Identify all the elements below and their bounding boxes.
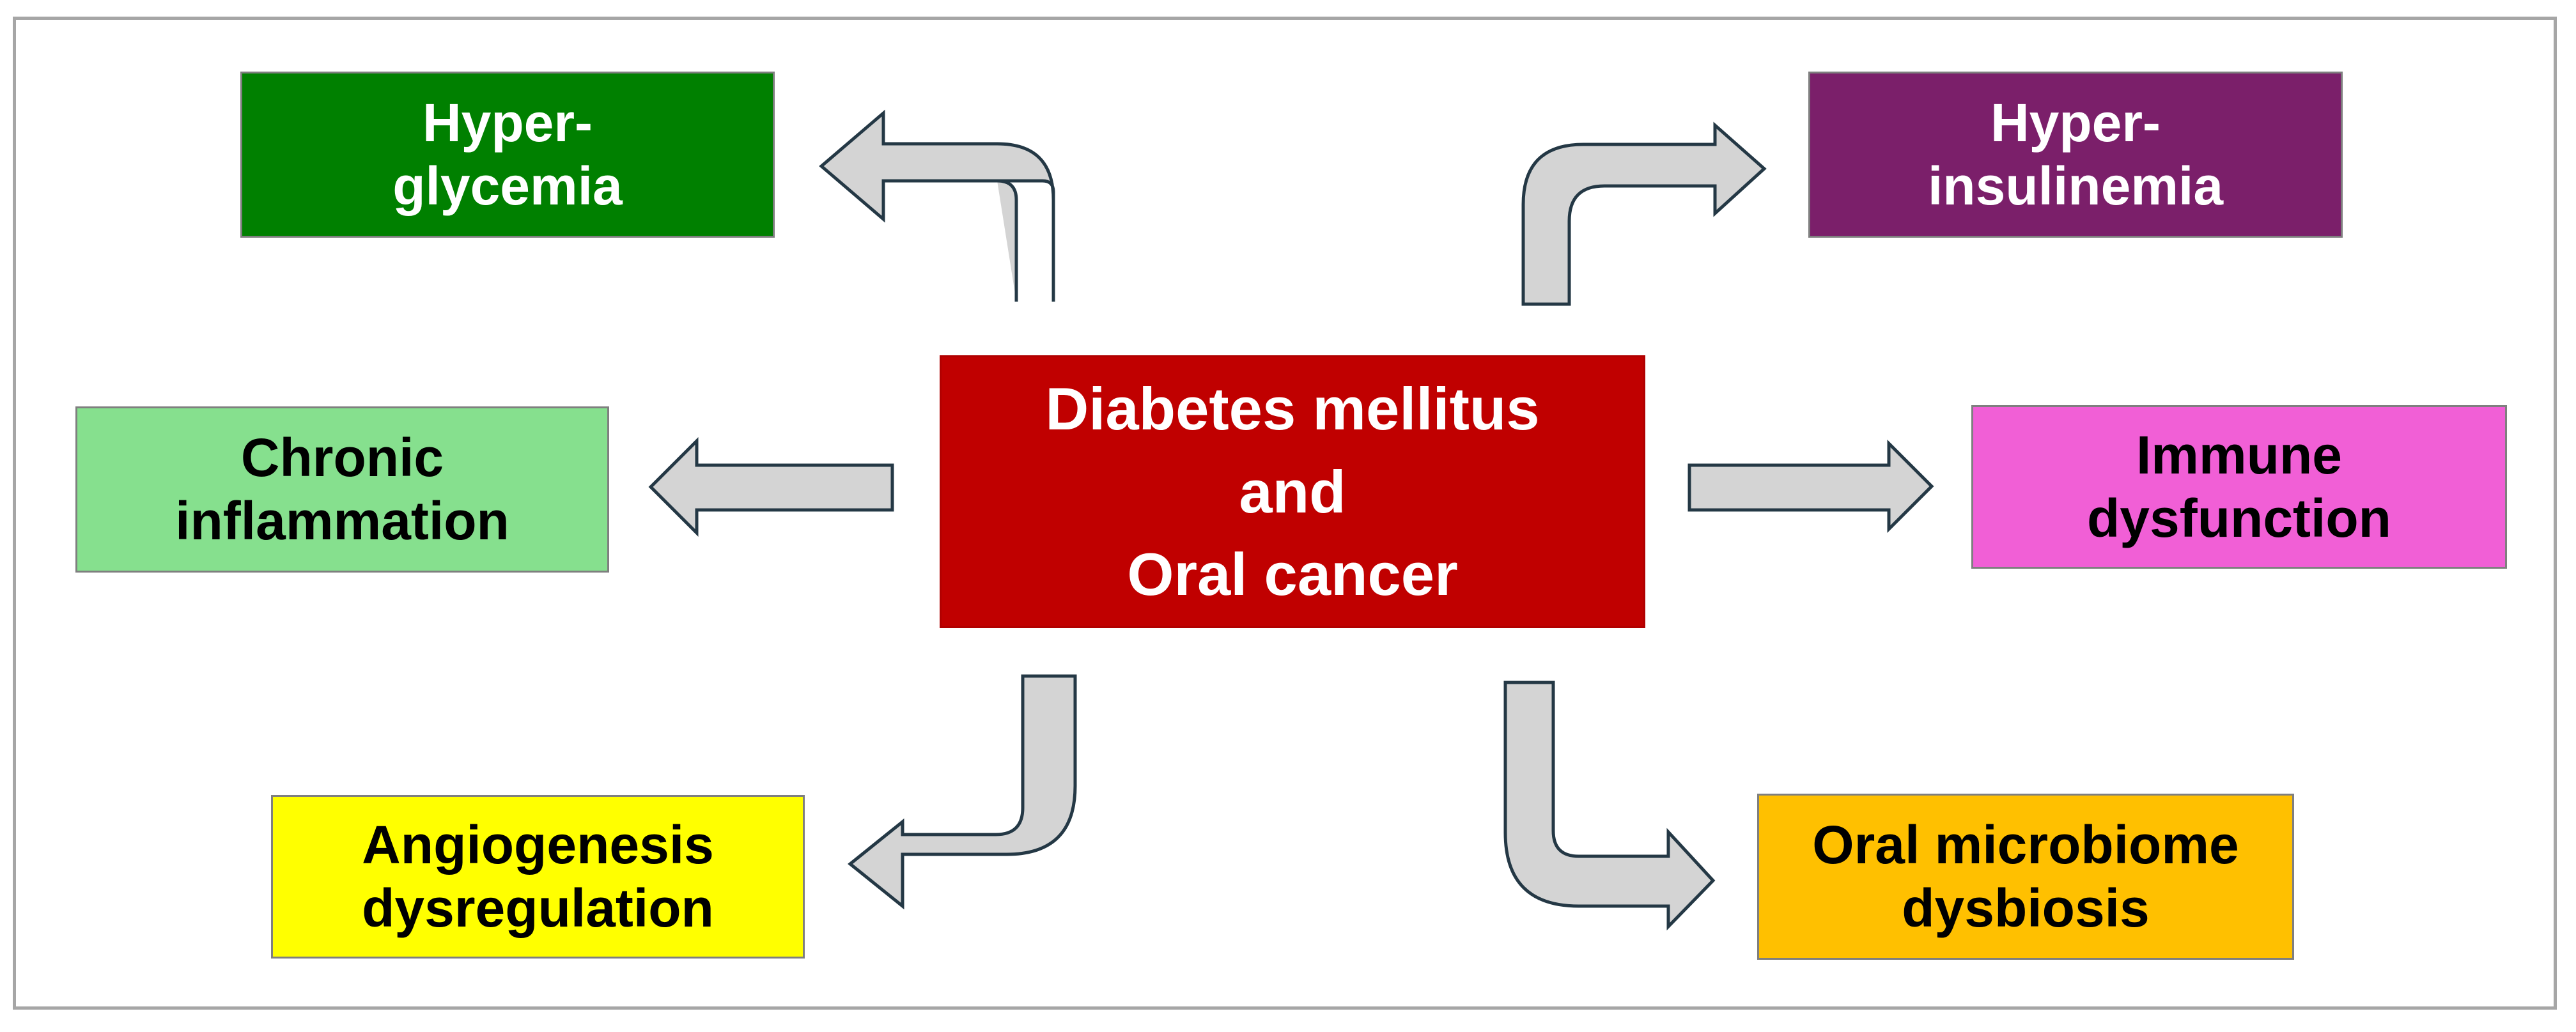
arrow-to-angiogenesis bbox=[848, 674, 1077, 910]
center-line1: Diabetes mellitus bbox=[1045, 374, 1540, 442]
arrow-to-hyperinsulinemia bbox=[1521, 121, 1767, 306]
node-immune-dysfunction-line2: dysfunction bbox=[2087, 488, 2391, 548]
node-hyperinsulinemia-line1: Hyper- bbox=[1990, 92, 2161, 153]
center-line2: and bbox=[1239, 458, 1346, 525]
node-center: Diabetes mellitus and Oral cancer bbox=[940, 355, 1645, 628]
node-hyperglycemia-line2: glycemia bbox=[392, 156, 623, 216]
node-hyperinsulinemia-line2: insulinemia bbox=[1927, 156, 2224, 216]
node-hyperglycemia-line1: Hyper- bbox=[422, 92, 593, 153]
node-hyperglycemia: Hyper- glycemia bbox=[240, 72, 775, 238]
arrow-to-hyperglycemia bbox=[819, 109, 1055, 302]
node-chronic-inflammation-line2: inflammation bbox=[175, 491, 509, 551]
node-angiogenesis-line2: dysregulation bbox=[362, 878, 714, 938]
node-hyperinsulinemia: Hyper- insulinemia bbox=[1808, 72, 2343, 238]
arrow-to-chronic-inflammation bbox=[648, 436, 894, 537]
node-chronic-inflammation: Chronic inflammation bbox=[75, 406, 609, 573]
node-oral-microbiome-dysbiosis: Oral microbiome dysbiosis bbox=[1757, 794, 2294, 960]
node-oral-microbiome-line1: Oral microbiome bbox=[1812, 814, 2239, 875]
center-line3: Oral cancer bbox=[1127, 541, 1458, 608]
arrow-to-oral-microbiome bbox=[1503, 681, 1716, 931]
node-angiogenesis-line1: Angiogenesis bbox=[362, 814, 714, 875]
arrow-to-immune-dysfunction bbox=[1688, 439, 1934, 534]
node-angiogenesis-dysregulation: Angiogenesis dysregulation bbox=[271, 795, 805, 959]
node-chronic-inflammation-line1: Chronic bbox=[240, 427, 444, 488]
node-immune-dysfunction: Immune dysfunction bbox=[1971, 405, 2507, 569]
node-immune-dysfunction-line1: Immune bbox=[2136, 424, 2343, 485]
node-oral-microbiome-line2: dysbiosis bbox=[1902, 878, 2150, 938]
